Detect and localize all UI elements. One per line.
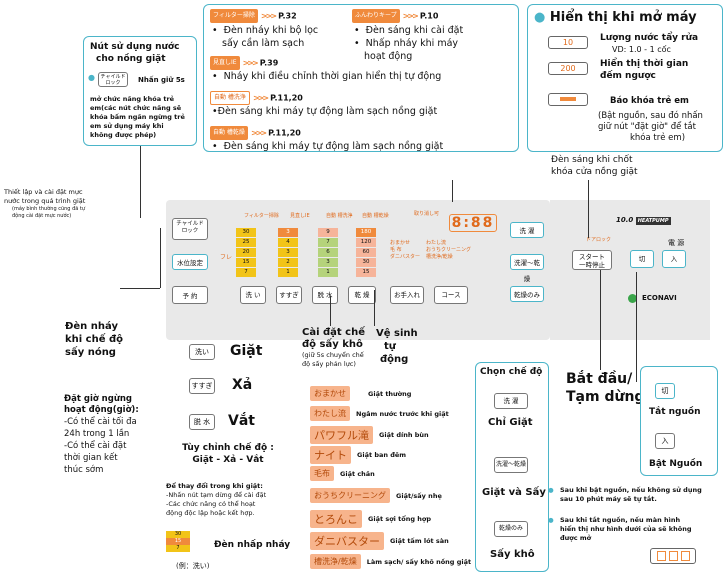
page-ref: P.32	[278, 11, 297, 21]
filter-desc: • Đèn nháy khi bộ lọc	[212, 25, 319, 36]
water-level-button[interactable]: 水位設定	[172, 254, 208, 270]
dry-button[interactable]: 乾 燥	[348, 286, 376, 304]
spin-button[interactable]: 脱 水	[312, 286, 338, 304]
power-panel: 10.0 HEATPUMP ドアロック 電 源 スタート 一時停止 切 入 EC…	[550, 200, 710, 340]
mode-row: わたし流 Ngâm nước trước khi giặt	[310, 406, 449, 421]
digital-display: 8:88	[449, 214, 497, 232]
wash-only-legend-button: 洗 濯	[494, 393, 528, 409]
bullet-icon: ●	[548, 516, 554, 524]
timer-info-box: Đặt giờ ngừng hoạt động(giờ): -Có thể cà…	[64, 394, 160, 498]
mode-row: パワフル滝 Giặt dính bùn	[310, 426, 429, 444]
display-sample-countdown: 200	[548, 62, 588, 75]
power-off-button[interactable]: 切	[630, 250, 654, 268]
rinse-button[interactable]: すすぎ	[276, 286, 302, 304]
dry-heat-label: Đèn nháy khi chế độ sấy nóng	[65, 321, 124, 358]
mode-row: ダニバスター Giặt tấm lót sàn	[310, 532, 449, 550]
control-panel: チャイルド ロック 水位設定 予 約 フィルター掃除 見直しIE 自動 槽洗浄 …	[166, 200, 550, 340]
blank-display-sample	[650, 548, 696, 564]
mode-row: 毛布 Giặt chăn	[310, 466, 375, 481]
power-on-button[interactable]: 入	[662, 250, 686, 268]
bullet-icon: ●	[534, 10, 546, 25]
off-legend-button: 切	[655, 383, 675, 399]
timer-button[interactable]: 予 約	[172, 286, 208, 304]
door-lock-indicator: ドアロック	[586, 237, 612, 243]
choose-mode-box: Chọn chế độ 洗 濯 Chỉ Giặt 洗濯～乾燥 Giặt và S…	[475, 362, 549, 572]
panel-wash-dry-button[interactable]: 洗濯～乾燥	[510, 254, 544, 283]
review-tag: 見直しIE	[210, 56, 240, 70]
eco-indicator-icon	[628, 294, 637, 303]
mode-row: 槽洗浄/乾燥 Làm sạch/ sấy khô nồng giặt	[310, 554, 471, 569]
rinse-legend-button: すすぎ	[189, 378, 215, 394]
blink-sample-icon: 30 15 7	[166, 531, 190, 553]
start-pause-button[interactable]: スタート 一時停止	[572, 250, 612, 270]
door-lock-label: Đèn sáng khi chốt khóa cửa nồng giặt	[551, 155, 638, 177]
mode-row: ナイト Giặt ban đêm	[310, 446, 406, 464]
mode-row: とろんこ Giặt sợi tổng hợp	[310, 510, 431, 528]
panel-dry-only-button[interactable]: 乾燥のみ	[510, 286, 544, 302]
display-sample-water: 10	[548, 36, 588, 49]
bullet-icon: ●	[88, 73, 95, 82]
water-level-label: Thiết lập và cài đặt mực nước trong quá …	[4, 188, 86, 219]
fluffy-keep-tag: ふんわりキープ	[352, 9, 400, 23]
auto-clean-label: Vệ sinh tự động	[376, 328, 418, 365]
on-legend-button: 入	[655, 433, 675, 449]
mode-row: おまかせ Giặt thường	[310, 386, 411, 401]
display-legend-box: ● Hiển thị khi mở máy 10 Lượng nước tẩy …	[527, 4, 723, 152]
auto-off-note: ● Sau khi bật nguồn, nếu không sử dụng s…	[548, 486, 702, 503]
child-lock-box: Nút sử dụng nước cho nồng giặt ● チャイルド ロ…	[83, 36, 197, 146]
dry-only-legend-button: 乾燥のみ	[494, 521, 528, 537]
mode-row: おうちクリーニング Giặt/sấy nhẹ	[310, 488, 442, 503]
power-off-note: ● Sau khi tắt nguồn, nếu màn hình hiển t…	[548, 516, 692, 542]
wash-dry-legend-button: 洗濯～乾燥	[494, 457, 528, 473]
display-sample-childlock	[548, 93, 588, 106]
auto-tub-clean-tag: 自動 槽洗浄	[210, 91, 250, 105]
auto-tub-dry-tag: 自動 槽乾燥	[210, 126, 248, 140]
spin-legend-button: 脱 水	[189, 414, 215, 430]
display-title: Hiển thị khi mở máy	[549, 10, 697, 25]
wash-button[interactable]: 洗 い	[240, 286, 266, 304]
indicator-legend-box: フィルター掃除 >>> P.32 • Đèn nháy khi bộ lọc s…	[203, 4, 519, 152]
child-lock-button[interactable]: チャイルド ロック	[172, 218, 208, 240]
child-lock-sample-button: チャイルド ロック	[98, 72, 128, 87]
bullet-icon: ●	[548, 486, 554, 494]
filter-tag: フィルター掃除	[210, 9, 258, 23]
course-button[interactable]: コース	[434, 286, 468, 304]
dry-setting-label: Cài đặt chế độ sấy khô (giữ 5s chuyển ch…	[302, 327, 365, 368]
care-button[interactable]: お手入れ	[390, 286, 424, 304]
start-pause-label: Bắt đầu/ Tạm dừng	[566, 371, 645, 405]
power-legend-box: 切 Tắt nguồn 入 Bật Nguồn	[640, 366, 718, 476]
wash-legend-button: 洗い	[189, 344, 215, 360]
panel-wash-only-button[interactable]: 洗 濯	[510, 222, 544, 238]
